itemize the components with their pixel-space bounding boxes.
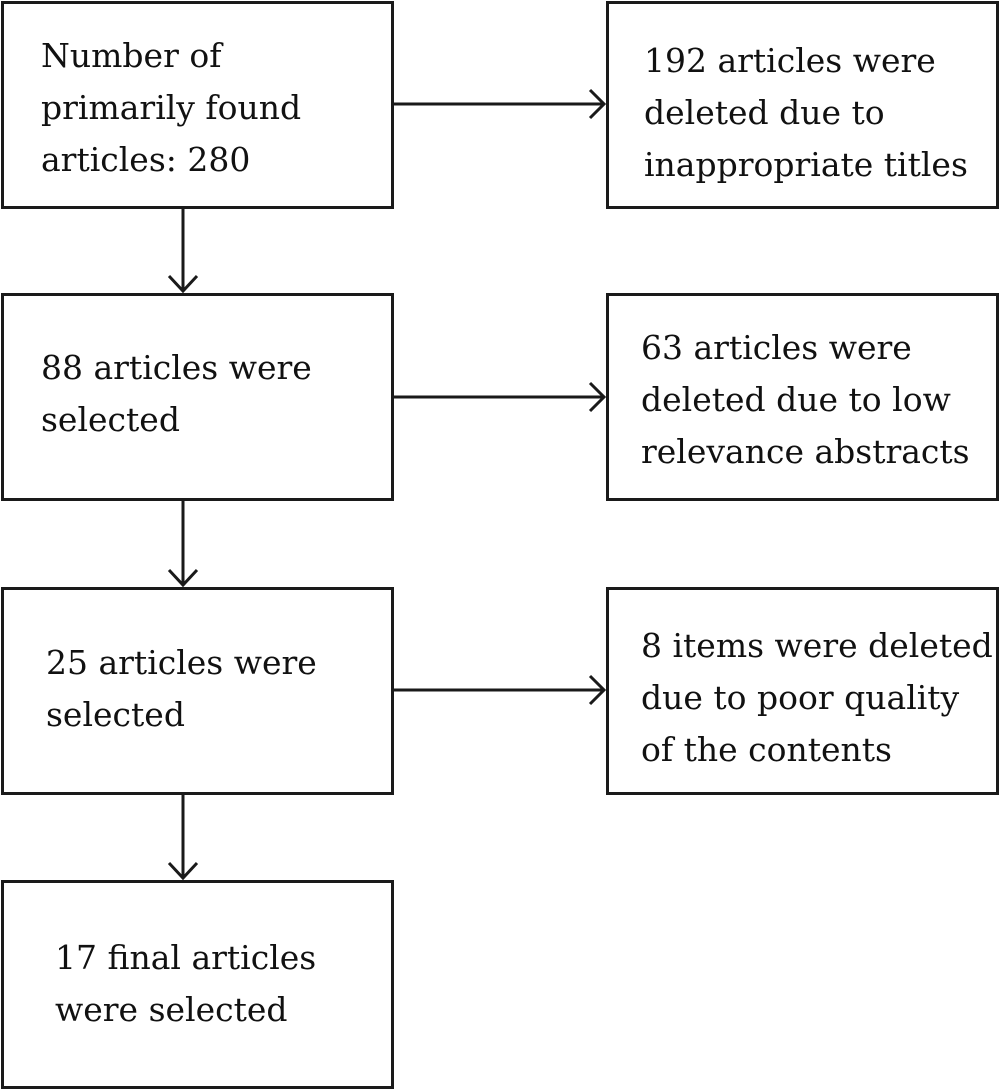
down-arrow-1 — [167, 209, 199, 294]
exclusion-box-2: 63 articles were deleted due to low rele… — [606, 293, 999, 501]
right-arrow-2 — [394, 381, 607, 413]
exclusion-3-line-1: 8 items were deleted — [641, 626, 993, 665]
down-arrow-2 — [167, 501, 199, 588]
exclusion-2-line-3: relevance abstracts — [641, 432, 970, 471]
right-arrow-1 — [394, 88, 607, 120]
main-step-box-2: 88 articles were selected — [1, 293, 394, 501]
main-step-2-line-1: 88 articles were — [41, 348, 312, 387]
main-step-text-2: 88 articles were selected — [41, 342, 312, 446]
main-step-1-line-3: articles: 280 — [41, 140, 251, 179]
main-step-3-line-1: 25 articles were — [46, 643, 317, 682]
exclusion-2-line-1: 63 articles were — [641, 328, 912, 367]
main-step-4-line-1: 17 final articles — [55, 938, 317, 977]
exclusion-text-3: 8 items were deleted due to poor quality… — [641, 620, 993, 776]
main-step-text-3: 25 articles were selected — [46, 637, 317, 741]
exclusion-box-3: 8 items were deleted due to poor quality… — [606, 587, 999, 795]
main-step-1-line-1: Number of — [41, 36, 222, 75]
exclusion-1-line-1: 192 articles were — [644, 41, 936, 80]
exclusion-3-line-2: due to poor quality — [641, 678, 960, 717]
main-step-text-1: Number of primarily found articles: 280 — [41, 30, 301, 186]
main-step-text-4: 17 final articles were selected — [55, 932, 316, 1036]
main-step-4-line-2: were selected — [55, 990, 288, 1029]
exclusion-1-line-3: inappropriate titles — [644, 145, 968, 184]
down-arrow-3 — [167, 795, 199, 881]
main-step-box-4: 17 final articles were selected — [1, 880, 394, 1089]
right-arrow-3 — [394, 674, 607, 706]
exclusion-text-2: 63 articles were deleted due to low rele… — [641, 322, 970, 478]
main-step-box-3: 25 articles were selected — [1, 587, 394, 795]
main-step-3-line-2: selected — [46, 695, 185, 734]
main-step-1-line-2: primarily found — [41, 88, 302, 127]
exclusion-3-line-3: of the contents — [641, 730, 892, 769]
exclusion-1-line-2: deleted due to — [644, 93, 885, 132]
exclusion-box-1: 192 articles were deleted due to inappro… — [606, 1, 999, 209]
exclusion-2-line-2: deleted due to low — [641, 380, 951, 419]
main-step-2-line-2: selected — [41, 400, 180, 439]
main-step-box-1: Number of primarily found articles: 280 — [1, 1, 394, 209]
exclusion-text-1: 192 articles were deleted due to inappro… — [644, 35, 968, 191]
